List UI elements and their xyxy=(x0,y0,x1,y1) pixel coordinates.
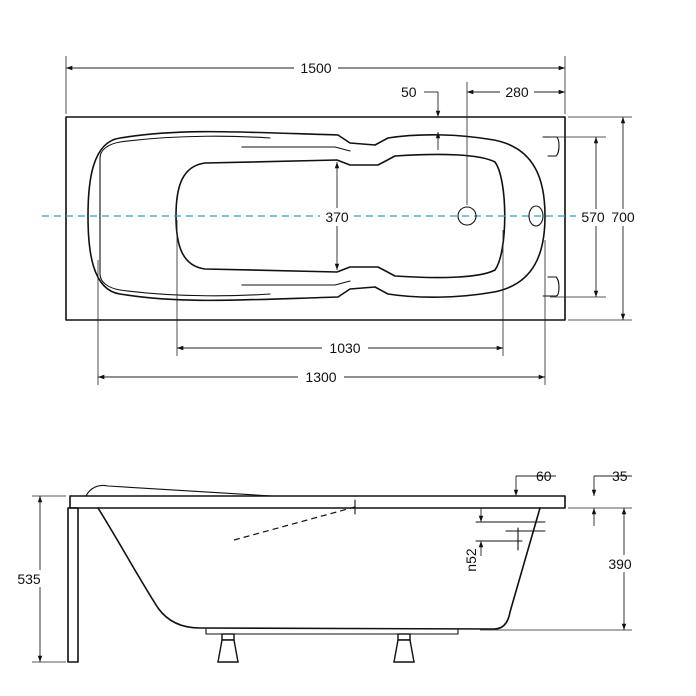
dim-overall-height-label: 535 xyxy=(17,571,41,587)
tub-bottom-floor xyxy=(175,153,506,279)
dim-overall-length-label: 1500 xyxy=(300,60,331,76)
tub-armrest-left xyxy=(99,141,121,291)
dim-rim-thickness-label: 60 xyxy=(536,468,552,484)
dim-depth-label: 390 xyxy=(608,556,632,572)
tub-armrest-bottom xyxy=(119,280,351,297)
dim-drain-offset-label: 280 xyxy=(505,84,529,100)
dim-overflow-label: n52 xyxy=(463,548,479,572)
tub-foot-left xyxy=(217,633,239,663)
tub-backrest-lip xyxy=(85,484,273,497)
dim-overall-width-label: 700 xyxy=(611,209,635,225)
side-front-panel xyxy=(67,507,79,663)
dim-bottom-length-label: 1030 xyxy=(329,340,360,356)
tub-armrest-top xyxy=(119,135,351,152)
tub-basin-profile xyxy=(97,507,541,630)
tub-base-outline xyxy=(205,628,459,635)
grip-slot-top xyxy=(542,136,560,157)
tub-foot-right xyxy=(393,633,415,663)
dim-rim-offset-label: 50 xyxy=(401,84,417,100)
dim-inner-width-label: 370 xyxy=(325,209,349,225)
dim-bottom-width-label: 570 xyxy=(581,209,605,225)
backrest-slope-dashed xyxy=(233,506,356,541)
drain-hole-icon xyxy=(457,206,477,226)
grip-slot-bottom xyxy=(542,276,560,297)
overflow-hole-icon xyxy=(528,205,544,227)
dim-inner-length-label: 1300 xyxy=(305,369,336,385)
top-view: 1500 50 280 370 570 700 1030 xyxy=(42,56,637,386)
dim-ledge-label: 35 xyxy=(612,468,628,484)
tub-inner-basin xyxy=(87,130,546,302)
tub-rim-outline xyxy=(65,116,566,321)
tub-rim-top-edge xyxy=(69,495,566,509)
side-view: 60 35 535 390 n52 xyxy=(14,468,639,663)
